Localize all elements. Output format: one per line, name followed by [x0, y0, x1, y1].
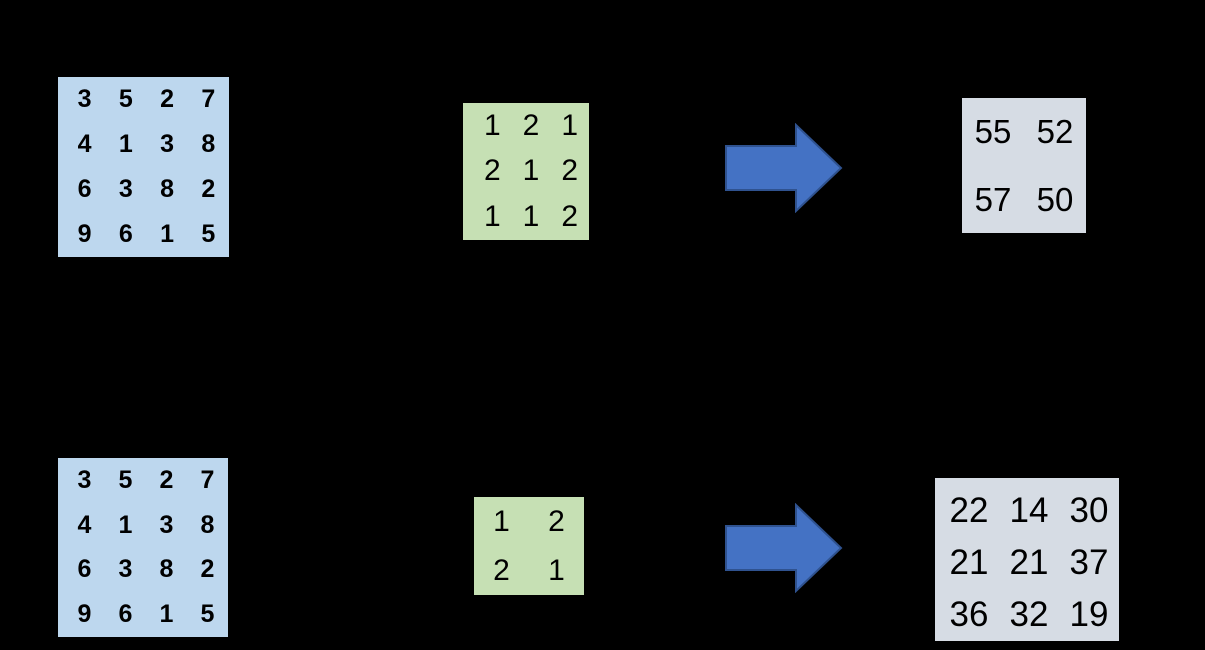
matrix-cell: 1 [561, 108, 578, 142]
matrix-cell: 2 [561, 154, 578, 188]
matrix-cell: 2 [522, 108, 540, 142]
matrix-cell: 3 [77, 85, 92, 113]
matrix-cell: 5 [200, 600, 215, 629]
matrix-cell: 8 [160, 175, 175, 203]
matrix-cell: 14 [1009, 490, 1049, 530]
matrix-cell: 21 [1009, 542, 1049, 582]
matrix-cell: 2 [548, 504, 565, 538]
matrix-cell: 32 [1009, 595, 1049, 635]
matrix-cell: 6 [118, 600, 133, 629]
matrix-cell: 37 [1069, 542, 1109, 582]
matrix-cell: 55 [974, 113, 1012, 151]
right-arrow-icon [725, 503, 843, 593]
matrix-cell: 8 [200, 510, 215, 539]
matrix-cell: 7 [200, 465, 215, 494]
matrix-cell: 6 [118, 220, 133, 248]
matrix-cell: 2 [201, 175, 216, 203]
matrix-cell: 57 [974, 180, 1012, 218]
matrix-cell: 3 [118, 555, 133, 584]
matrix-cell: 36 [949, 595, 989, 635]
matrix-cell: 2 [200, 555, 215, 584]
matrix-cell: 9 [77, 220, 92, 248]
matrix-cell: 2 [561, 200, 578, 234]
matrix-cell: 4 [77, 510, 92, 539]
matrix-cell: 21 [949, 542, 989, 582]
matrix-cell: 2 [483, 154, 501, 188]
matrix-cell: 6 [77, 175, 92, 203]
matrix-cell: 1 [159, 600, 174, 629]
matrix-cell: 5 [201, 220, 216, 248]
matrix-cell: 1 [522, 154, 540, 188]
output-matrix-1: 55 52 57 50 [962, 98, 1086, 233]
matrix-cell: 8 [201, 130, 216, 158]
matrix-cell: 50 [1036, 180, 1074, 218]
matrix-cell: 7 [201, 85, 216, 113]
matrix-cell: 19 [1069, 595, 1109, 635]
matrix-cell: 22 [949, 490, 989, 530]
matrix-cell: 1 [548, 553, 565, 587]
matrix-cell: 1 [483, 108, 501, 142]
matrix-cell: 4 [77, 130, 92, 158]
matrix-cell: 1 [118, 130, 133, 158]
matrix-cell: 8 [159, 555, 174, 584]
matrix-cell: 1 [493, 504, 510, 538]
matrix-cell: 30 [1069, 490, 1109, 530]
matrix-cell: 1 [118, 510, 133, 539]
matrix-cell: 5 [118, 85, 133, 113]
matrix-cell: 5 [118, 465, 133, 494]
matrix-cell: 2 [159, 465, 174, 494]
matrix-cell: 52 [1036, 113, 1074, 151]
right-arrow-icon [725, 123, 843, 213]
matrix-cell: 6 [77, 555, 92, 584]
matrix-cell: 1 [522, 200, 540, 234]
matrix-cell: 9 [77, 600, 92, 629]
matrix-cell: 1 [160, 220, 175, 248]
matrix-cell: 3 [118, 175, 133, 203]
matrix-cell: 3 [160, 130, 175, 158]
matrix-cell: 3 [159, 510, 174, 539]
matrix-cell: 1 [483, 200, 501, 234]
matrix-cell: 2 [160, 85, 175, 113]
kernel-matrix-2: 1 2 2 1 [474, 497, 584, 595]
matrix-cell: 3 [77, 465, 92, 494]
matrix-cell: 2 [493, 553, 510, 587]
output-matrix-2: 22 14 30 21 21 37 36 32 19 [935, 478, 1119, 641]
